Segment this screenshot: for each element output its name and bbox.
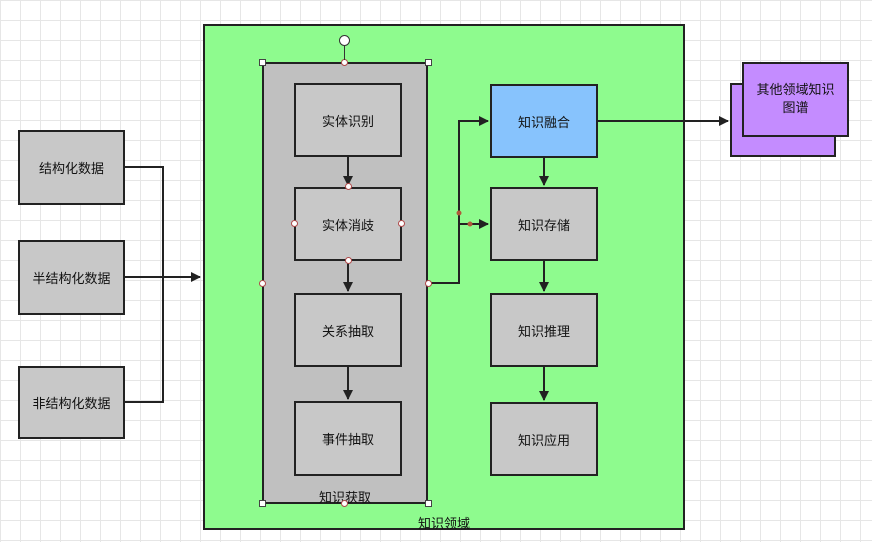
connection-point[interactable]: [259, 280, 266, 287]
structured-data-node[interactable]: 结构化数据: [18, 130, 125, 205]
entity-disambiguation-node[interactable]: 实体消歧: [294, 187, 402, 261]
unstructured-data-node[interactable]: 非结构化数据: [18, 366, 125, 439]
knowledge-domain-label: 知识领域: [417, 517, 470, 532]
connection-point[interactable]: [341, 500, 348, 507]
knowledge-acquisition-label: 知识获取: [318, 491, 371, 506]
connection-point[interactable]: [291, 220, 298, 227]
knowledge-fusion-node[interactable]: 知识融合: [490, 84, 598, 158]
entity-recognition-node[interactable]: 实体识别: [294, 83, 402, 157]
connection-point[interactable]: [341, 59, 348, 66]
connection-point[interactable]: [345, 183, 352, 190]
connection-point[interactable]: [425, 280, 432, 287]
relation-extraction-node[interactable]: 关系抽取: [294, 293, 402, 367]
semi-structured-data-node[interactable]: 半结构化数据: [18, 240, 125, 315]
resize-handle-br[interactable]: [425, 500, 432, 507]
junction-dot: [467, 221, 473, 227]
edge-unstructured: [125, 277, 164, 403]
edge-acquisition-fusion: [428, 116, 489, 284]
edge-structured: [125, 166, 164, 277]
other-domain-kg-node[interactable]: 其他领域知识 图谱: [742, 62, 849, 137]
rotate-handle[interactable]: [339, 35, 350, 46]
junction-dot: [456, 210, 462, 216]
event-extraction-node[interactable]: 事件抽取: [294, 401, 402, 476]
connection-point[interactable]: [398, 220, 405, 227]
resize-handle-tr[interactable]: [425, 59, 432, 66]
knowledge-reasoning-node[interactable]: 知识推理: [490, 293, 598, 367]
resize-handle-bl[interactable]: [259, 500, 266, 507]
knowledge-application-node[interactable]: 知识应用: [490, 402, 598, 476]
rotate-handle-stem: [344, 46, 345, 60]
knowledge-storage-node[interactable]: 知识存储: [490, 187, 598, 261]
connection-point[interactable]: [345, 257, 352, 264]
resize-handle-tl[interactable]: [259, 59, 266, 66]
